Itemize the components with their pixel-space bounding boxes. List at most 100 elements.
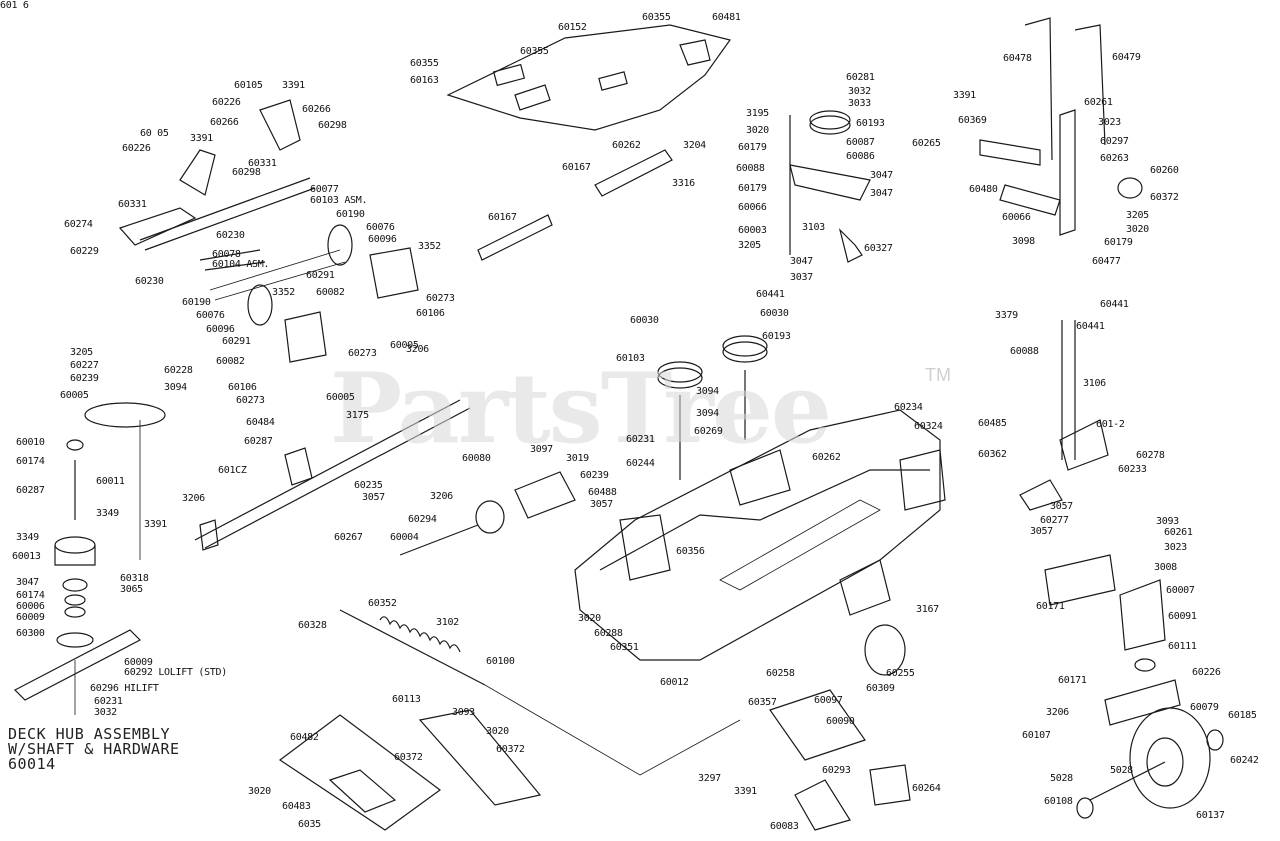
- part-number-label: 60482: [290, 732, 319, 743]
- part-number-label: 60441: [756, 289, 785, 300]
- part-number-label: 60266: [210, 117, 239, 128]
- part-number-label: 60351: [610, 642, 639, 653]
- part-number-label: 60190: [182, 297, 211, 308]
- part-number-label: 60066: [738, 202, 767, 213]
- part-number-label: 60263: [1100, 153, 1129, 164]
- part-number-label: 3206: [406, 344, 429, 355]
- wheel-60185: [1129, 707, 1211, 809]
- part-number-label: 3020: [746, 125, 769, 136]
- bracket-60167-top: [594, 149, 673, 197]
- part-number-label: 3205: [70, 347, 93, 358]
- lift-arm-frame: [118, 207, 197, 246]
- part-number-label: 60230: [216, 230, 245, 241]
- part-number-label: 3023: [1164, 542, 1187, 553]
- part-number-label: 60174: [16, 590, 45, 601]
- part-number-label: 60355: [520, 46, 549, 57]
- part-number-label: 3391: [144, 519, 167, 530]
- part-number-label: 60298: [232, 167, 261, 178]
- part-number-label: 60030: [630, 315, 659, 326]
- part-number-label: 60293: [822, 765, 851, 776]
- part-number-label: 60277: [1040, 515, 1069, 526]
- part-number-label: 60088: [736, 163, 765, 174]
- part-number-label: 3297: [698, 773, 721, 784]
- part-number-label: 60291: [222, 336, 251, 347]
- part-number-label: 60103: [616, 353, 645, 364]
- blade-60292: [13, 629, 142, 701]
- shaft-60100: [339, 609, 486, 686]
- part-number-label: 60005: [326, 392, 355, 403]
- part-number-label: 60171: [1058, 675, 1087, 686]
- part-number-label: 60009: [16, 612, 45, 623]
- part-number-label: 60167: [562, 162, 591, 173]
- part-number-label: 60356: [676, 546, 705, 557]
- part-number-label: 60171: [1036, 601, 1065, 612]
- part-number-label: 60484: [246, 417, 275, 428]
- part-number-label: 3094: [696, 408, 719, 419]
- part-number-label: 3205: [738, 240, 761, 251]
- part-number-label: 3047: [790, 256, 813, 267]
- part-number-label: 3205: [1126, 210, 1149, 221]
- part-number-label: 60309: [866, 683, 895, 694]
- part-number-label: 60167: [488, 212, 517, 223]
- diagram-caption: DECK HUB ASSEMBLY W/SHAFT & HARDWARE 600…: [8, 727, 180, 772]
- part-number-label: 60030: [760, 308, 789, 319]
- caption-line-1: DECK HUB ASSEMBLY: [8, 725, 171, 743]
- part-number-label: 3349: [96, 508, 119, 519]
- part-number-label: 60004: [390, 532, 419, 543]
- part-number-label: 60297: [1100, 136, 1129, 147]
- part-number-label: 60106: [416, 308, 445, 319]
- part-number-label: 60372: [394, 752, 423, 763]
- part-number-label: 60076: [196, 310, 225, 321]
- part-number-label: 60239: [70, 373, 99, 384]
- part-number-label: 60096: [206, 324, 235, 335]
- part-number-label: 60013: [12, 551, 41, 562]
- part-number-label: 60185: [1228, 710, 1257, 721]
- part-number-label: 3175: [346, 410, 369, 421]
- part-number-label: 60005: [60, 390, 89, 401]
- bracket-60090: [769, 689, 866, 761]
- part-number-label: 60104 ASM.: [212, 259, 270, 270]
- part-number-label: 60352: [368, 598, 397, 609]
- part-number-label: 60003: [738, 225, 767, 236]
- part-number-label: 601-2: [1096, 419, 1125, 430]
- part-number-label: 60179: [738, 183, 767, 194]
- part-number-label: 5028: [1050, 773, 1073, 784]
- part-number-label: 3057: [1050, 501, 1073, 512]
- part-number-label: 60087: [846, 137, 875, 148]
- part-number-label: 60179: [1104, 237, 1133, 248]
- part-number-label: 3106: [1083, 378, 1106, 389]
- part-number-label: 60485: [978, 418, 1007, 429]
- part-number-label: 60288: [594, 628, 623, 639]
- part-number-label: 60006: [16, 601, 45, 612]
- part-number-label: 60372: [496, 744, 525, 755]
- part-number-label: 3094: [696, 386, 719, 397]
- part-number-label: 6035: [298, 819, 321, 830]
- part-number-label: 60226: [212, 97, 241, 108]
- part-number-label: 3020: [486, 726, 509, 737]
- part-number-label: 60372: [1150, 192, 1179, 203]
- part-number-label: 60077: [310, 184, 339, 195]
- part-number-label: 60362: [978, 449, 1007, 460]
- part-number-label: 60441: [1100, 299, 1129, 310]
- plate-60483: [278, 714, 442, 831]
- part-number-label: 3094: [164, 382, 187, 393]
- part-number-label: 60105: [234, 80, 263, 91]
- pulley-60010: [84, 402, 166, 428]
- part-number-label: 60100: [486, 656, 515, 667]
- part-number-label: 3008: [1154, 562, 1177, 573]
- part-number-label: 3102: [436, 617, 459, 628]
- part-number-label: 60273: [236, 395, 265, 406]
- part-number-label: 60266: [302, 104, 331, 115]
- part-number-label: 60012: [660, 677, 689, 688]
- part-number-label: 60066: [1002, 212, 1031, 223]
- part-number-label: 60228: [164, 365, 193, 376]
- part-number-label: 60477: [1092, 256, 1121, 267]
- bracket-60167-left: [477, 214, 553, 261]
- part-number-label: 60239: [580, 470, 609, 481]
- part-number-label: 3391: [282, 80, 305, 91]
- part-number-label: 60478: [1003, 53, 1032, 64]
- part-number-label: 3103: [802, 222, 825, 233]
- part-number-label: 60163: [410, 75, 439, 86]
